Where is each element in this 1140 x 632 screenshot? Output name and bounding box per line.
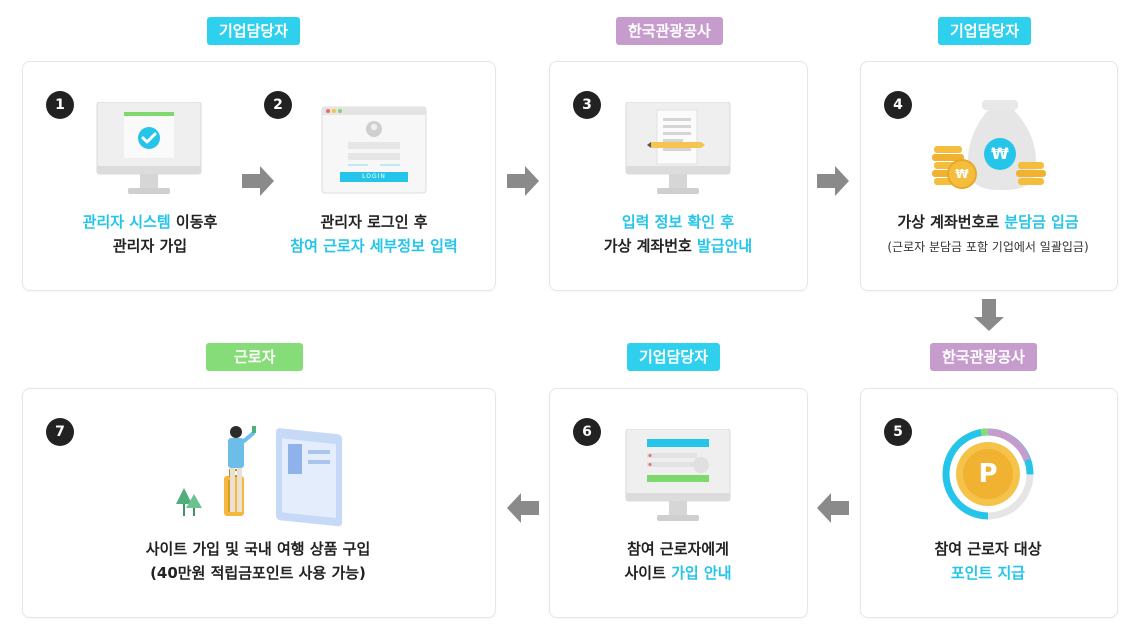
step-number-5: 5 [884, 418, 912, 446]
arrow-right-icon [507, 166, 539, 196]
step-1-line2: 관리자 가입 [112, 237, 188, 255]
step-2-line1: 관리자 로그인 후 [320, 213, 428, 231]
arrow-right-icon [242, 166, 274, 196]
point-coin-illustration: P [941, 427, 1035, 521]
monitor-document-illustration [625, 102, 731, 200]
step-3-caption: 입력 정보 확인 후 가상 계좌번호 발급안내 [560, 210, 796, 258]
monitor-check-illustration [96, 102, 202, 200]
role-tag-company-2: 기업담당자 [938, 17, 1032, 45]
step-6-caption: 참여 근로자에게 사이트 가입 안내 [560, 537, 796, 585]
step-number-4: 4 [884, 91, 912, 119]
coin-won-icon: ₩ [955, 167, 969, 181]
login-window-illustration: LOGIN [321, 106, 427, 194]
arrow-left-icon [507, 493, 539, 523]
step-number-6: 6 [573, 418, 601, 446]
step-4-note: (근로자 분담금 포함 기업에서 일괄입금) [887, 240, 1089, 254]
step-6-text: 사이트 [624, 564, 672, 582]
arrow-left-icon [817, 493, 849, 523]
step-3-text: 가상 계좌번호 [603, 237, 698, 255]
step-number-3: 3 [573, 91, 601, 119]
step-5-caption: 참여 근로자 대상 포인트 지급 [866, 537, 1110, 585]
login-button-label: LOGIN [362, 173, 386, 180]
arrow-down-icon [974, 299, 1004, 331]
traveler-illustration [164, 414, 348, 528]
point-icon: P [978, 459, 998, 489]
step-3-highlight: 입력 정보 확인 후 [621, 213, 735, 231]
step-4-text: 가상 계좌번호로 [897, 213, 1005, 231]
role-tag-kto-1: 한국관광공사 [616, 17, 723, 45]
monitor-signup-illustration [625, 429, 731, 527]
role-tag-company-1: 기업담당자 [207, 17, 301, 45]
role-tag-company-3: 기업담당자 [627, 343, 721, 371]
step-1-highlight: 관리자 시스템 [82, 213, 171, 231]
step-4-highlight: 분담금 입금 [1004, 213, 1079, 231]
step-7-caption: 사이트 가입 및 국내 여행 상품 구입 (40만원 적립금포인트 사용 가능) [60, 537, 456, 585]
step-6-line1: 참여 근로자에게 [627, 540, 729, 558]
step-2-highlight: 참여 근로자 세부정보 입력 [290, 237, 458, 255]
step-1-text: 이동후 [170, 213, 218, 231]
won-icon: ₩ [991, 144, 1009, 163]
step-7-line1: 사이트 가입 및 국내 여행 상품 구입 [145, 540, 371, 558]
step-2-caption: 관리자 로그인 후 참여 근로자 세부정보 입력 [264, 210, 484, 258]
step-6-highlight: 가입 안내 [671, 564, 732, 582]
role-tag-kto-2: 한국관광공사 [930, 343, 1037, 371]
step-4-caption: 가상 계좌번호로 분담금 입금 (근로자 분담금 포함 기업에서 일괄입금) [866, 210, 1110, 259]
step-number-7: 7 [46, 418, 74, 446]
step-1-caption: 관리자 시스템 이동후 관리자 가입 [50, 210, 250, 258]
arrow-right-icon [817, 166, 849, 196]
money-bag-illustration: ₩ ₩ [926, 96, 1050, 196]
step-number-2: 2 [264, 91, 292, 119]
step-7-line2: (40만원 적립금포인트 사용 가능) [150, 564, 366, 582]
card-step-7 [22, 388, 496, 618]
role-tag-worker: 근로자 [206, 343, 304, 371]
step-5-highlight: 포인트 지급 [950, 564, 1026, 582]
step-number-1: 1 [46, 91, 74, 119]
step-3-highlight-2: 발급안내 [697, 237, 753, 255]
step-5-line1: 참여 근로자 대상 [934, 540, 1042, 558]
